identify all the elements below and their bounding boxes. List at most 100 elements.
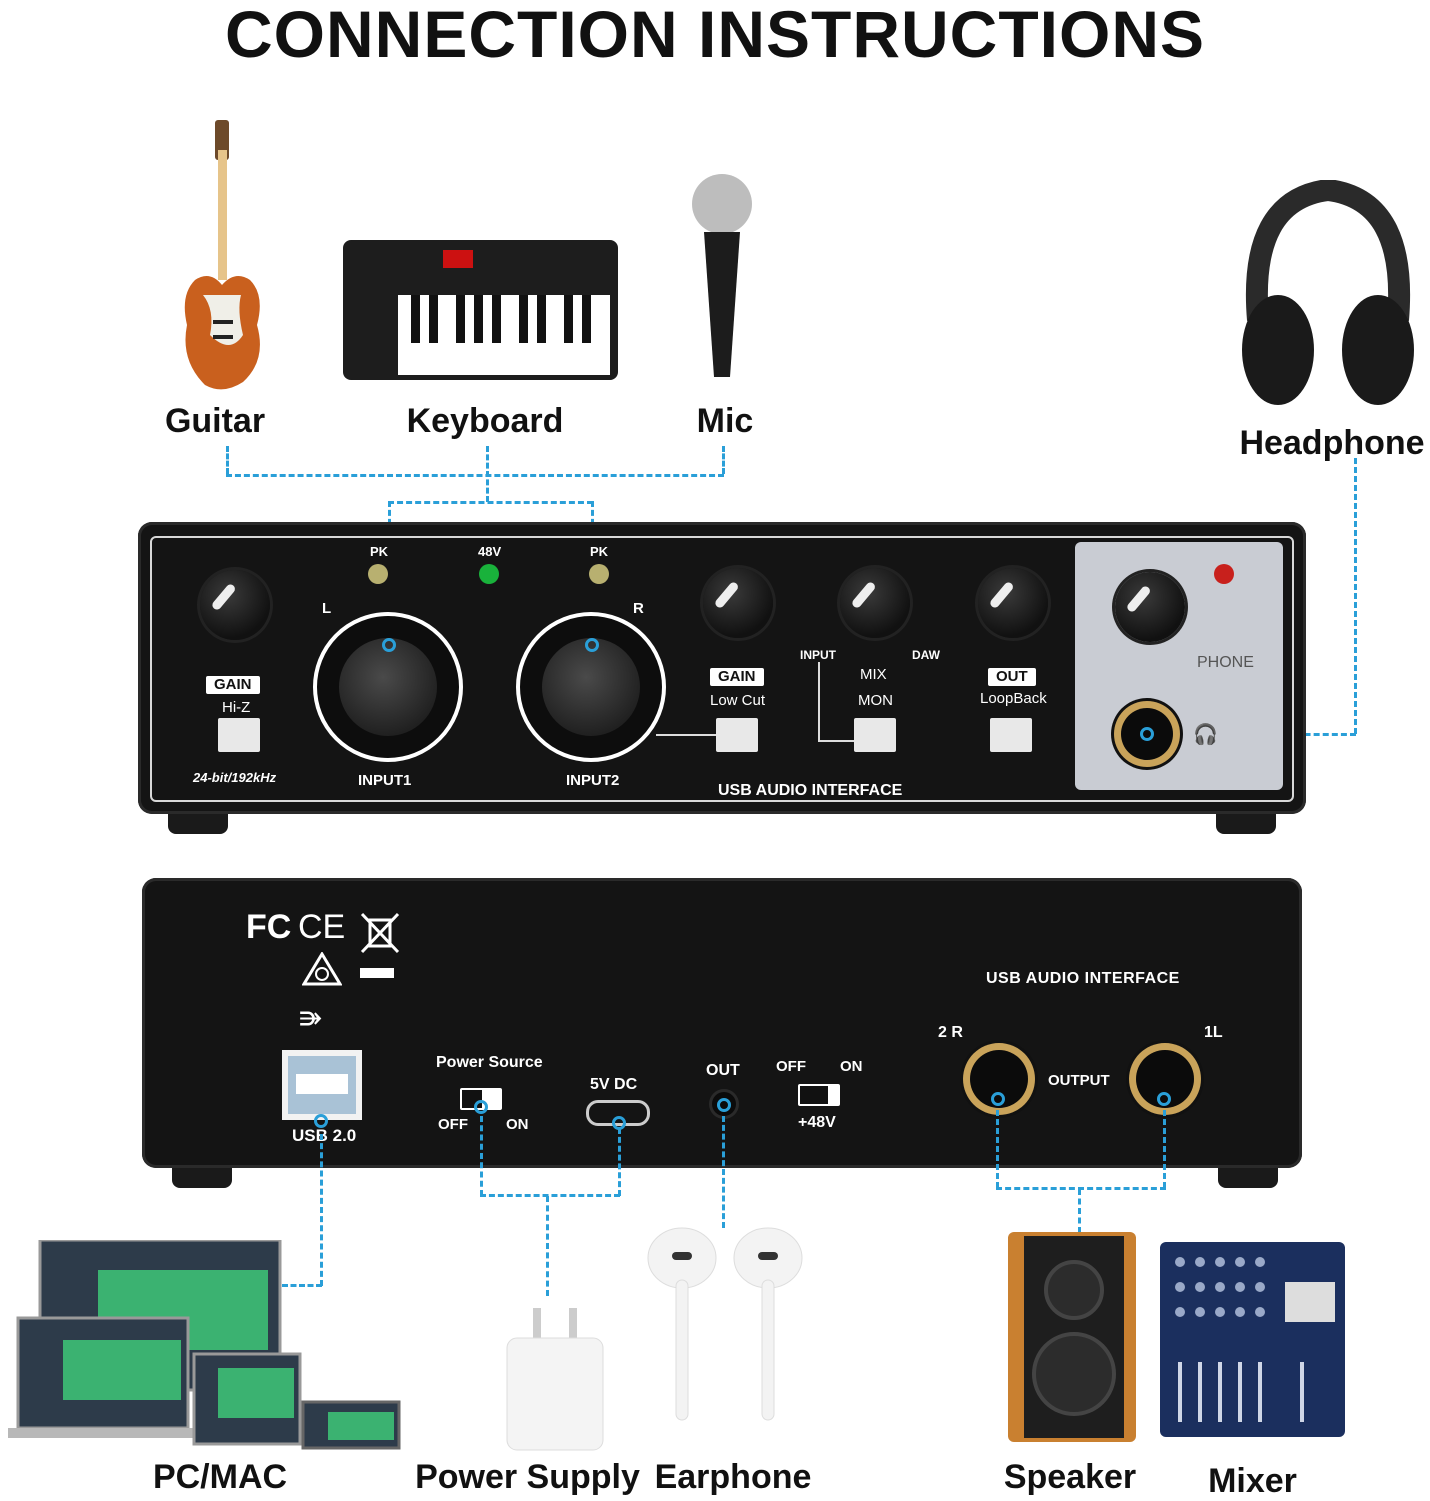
usb-b-port[interactable] — [282, 1050, 362, 1120]
connector-line — [388, 501, 593, 504]
earphone-label: Earphone — [654, 1458, 812, 1496]
connector-line — [1354, 458, 1357, 734]
power-on-label: ON — [506, 1116, 529, 1133]
pk-right-label: PK — [590, 544, 609, 559]
computer-icon — [8, 1238, 403, 1450]
rcm-icon — [301, 951, 343, 986]
mix-knob[interactable] — [840, 568, 910, 638]
mixer-label: Mixer — [1208, 1462, 1297, 1500]
input1-combo-jack[interactable] — [313, 612, 463, 762]
page-title: CONNECTION INSTRUCTIONS — [225, 0, 1205, 71]
connector-line — [480, 1194, 620, 1197]
mon-button[interactable] — [854, 718, 896, 752]
mon-label: MON — [858, 692, 893, 709]
loopback-label: LoopBack — [980, 690, 1047, 707]
gain-knob-2[interactable] — [703, 568, 773, 638]
phone-volume-knob[interactable] — [1115, 572, 1185, 642]
connector-endpoint — [717, 1098, 731, 1112]
pk-left-label: PK — [370, 544, 389, 559]
input1-label: INPUT1 — [358, 772, 412, 789]
weee-bar — [360, 968, 394, 978]
input2-label: INPUT2 — [566, 772, 620, 789]
connector-line — [546, 1196, 549, 1296]
connector-line — [320, 1134, 323, 1286]
gain-tag-2: GAIN — [710, 668, 764, 686]
connector-line — [1078, 1189, 1081, 1233]
lowcut-label: Low Cut — [710, 692, 766, 709]
rear-brand-label: USB AUDIO INTERFACE — [986, 970, 1180, 987]
microphone-icon — [690, 172, 755, 382]
power-off-label: OFF — [438, 1116, 468, 1133]
connector-endpoint — [585, 638, 599, 652]
usb-symbol-icon: ⭄ — [300, 1002, 322, 1032]
output-label: OUTPUT — [1048, 1072, 1110, 1089]
hiz-label: Hi-Z — [222, 699, 251, 716]
phantom-off-label: OFF — [776, 1058, 806, 1075]
speaker-icon — [1008, 1232, 1136, 1442]
speaker-label: Speaker — [1003, 1458, 1137, 1496]
channel-r-label: R — [633, 600, 644, 617]
foot — [1216, 814, 1276, 834]
mixer-icon — [1160, 1242, 1345, 1437]
connector-line — [722, 1116, 725, 1228]
guitar-icon — [175, 120, 270, 395]
connector-endpoint — [1157, 1092, 1171, 1106]
connector-line — [282, 1284, 322, 1287]
usb-label: USB 2.0 — [292, 1126, 357, 1145]
dc-label: 5V DC — [590, 1076, 638, 1093]
lowcut-button[interactable] — [716, 718, 758, 752]
connector-endpoint — [1140, 727, 1154, 741]
connector-line — [226, 474, 724, 477]
mix-label: MIX — [860, 666, 887, 683]
connector-line — [480, 1116, 483, 1196]
power-adapter-icon — [505, 1308, 605, 1453]
ce-logo: CE — [298, 908, 346, 946]
connector-line — [722, 446, 725, 474]
phone-panel: PHONE 🎧 — [1075, 542, 1283, 790]
foot — [172, 1168, 232, 1188]
out-label: OUT — [706, 1062, 740, 1079]
weee-icon — [360, 912, 400, 958]
foot — [1218, 1168, 1278, 1188]
guitar-label: Guitar — [164, 402, 266, 440]
keyboard-label: Keyboard — [406, 402, 564, 440]
out-knob[interactable] — [978, 568, 1048, 638]
led-48v — [479, 564, 499, 584]
power-supply-label: Power Supply — [415, 1458, 640, 1496]
output-l-label: 1L — [1204, 1024, 1223, 1041]
connector-endpoint — [314, 1114, 328, 1128]
pk-right-led — [589, 564, 609, 584]
mix-input-label: INPUT — [800, 648, 836, 662]
input2-combo-jack[interactable] — [516, 612, 666, 762]
phone-led — [1214, 564, 1234, 584]
brand-strip: USB AUDIO INTERFACE — [714, 782, 907, 800]
hiz-button[interactable] — [218, 718, 260, 752]
channel-l-label: L — [322, 600, 332, 617]
headphone-small-icon: 🎧 — [1193, 724, 1218, 746]
output-r-label: 2 R — [938, 1024, 963, 1041]
spec-label: 24-bit/192kHz — [193, 770, 277, 785]
power-source-label: Power Source — [436, 1054, 543, 1071]
connector-line — [226, 446, 229, 474]
front-panel: GAIN Hi-Z 24-bit/192kHz PK 48V PK L INPU… — [138, 522, 1306, 834]
connector-line — [996, 1187, 1166, 1190]
headphone-label: Headphone — [1239, 424, 1425, 462]
connector-line — [618, 1128, 621, 1196]
gain-knob-1[interactable] — [200, 570, 270, 640]
mic-label: Mic — [696, 402, 754, 440]
pc-mac-label: PC/MAC — [152, 1458, 288, 1496]
connector-line — [996, 1110, 999, 1188]
foot — [168, 814, 228, 834]
phone-label: PHONE — [1197, 654, 1254, 671]
connector-line — [486, 446, 489, 502]
divider-line — [818, 740, 854, 742]
loopback-button[interactable] — [990, 718, 1032, 752]
out-tag: OUT — [988, 668, 1036, 686]
phantom-label: +48V — [798, 1114, 836, 1131]
mix-daw-label: DAW — [912, 648, 940, 662]
connector-endpoint — [382, 638, 396, 652]
earphone-icon — [640, 1220, 810, 1430]
connector-line — [1163, 1110, 1166, 1188]
keyboard-icon — [343, 240, 618, 380]
phantom-power-switch[interactable] — [798, 1084, 840, 1106]
